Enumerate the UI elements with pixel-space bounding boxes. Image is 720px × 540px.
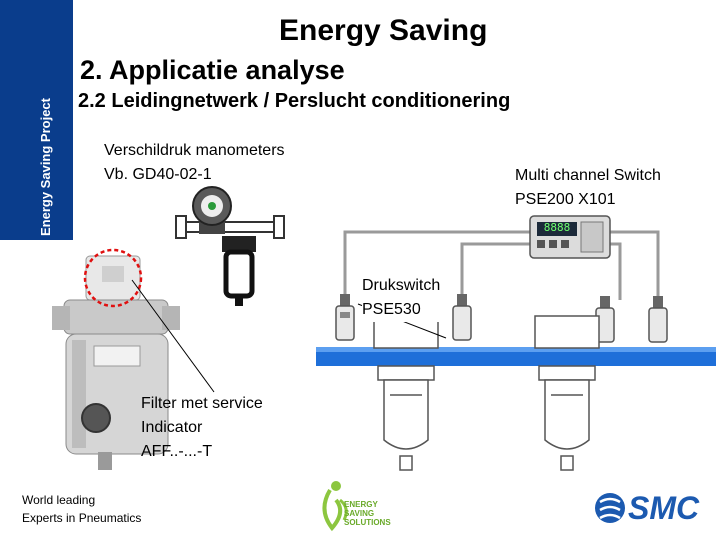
energy-logo-text: ENERGY SAVING SOLUTIONS — [344, 500, 391, 527]
page-title: Energy Saving — [279, 14, 488, 47]
pressure-switch-label: Drukswitch PSE530 — [362, 274, 441, 322]
multi-channel-switch — [529, 215, 611, 259]
energy-saving-logo — [322, 481, 348, 532]
pressure-switch-left — [335, 294, 355, 341]
pressure-switch-middle — [452, 294, 472, 341]
filter-drawing-right — [534, 315, 600, 471]
filter-service-indicator-unit — [52, 255, 180, 470]
filter-drawing-left — [373, 319, 439, 471]
gauge-label: Verschildruk manometers Vb. GD40-02-1 — [104, 142, 285, 183]
subsection-title: 2.2 Leidingnetwerk / Perslucht condition… — [78, 90, 511, 112]
highlight-circle — [83, 248, 143, 308]
sidebar-band — [0, 0, 73, 240]
smc-logo-text: SMC — [628, 490, 700, 526]
footer-tagline: World leading Experts in Pneumatics — [22, 493, 142, 525]
pressure-switch-right-b — [648, 296, 668, 343]
smc-logo-mark — [595, 493, 625, 523]
gauge-filter-illustration — [175, 186, 285, 306]
multi-switch-label: Multi channel Switch PSE200 X101 — [515, 167, 661, 208]
filter-label: Filter met service Indicator AFF..-...-T — [141, 395, 263, 460]
switch-display-readout: 8888 — [543, 221, 571, 234]
pointer-line-filter — [131, 279, 215, 393]
section-title: 2. Applicatie analyse — [80, 55, 345, 85]
